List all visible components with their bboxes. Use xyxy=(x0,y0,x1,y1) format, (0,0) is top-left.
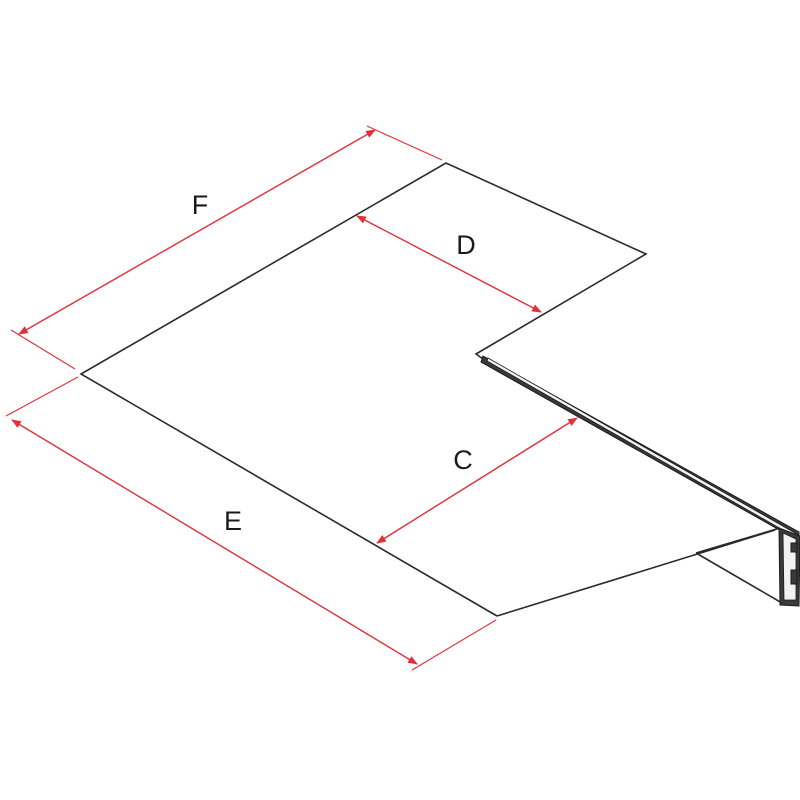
dimension-e-extension-left xyxy=(5,376,79,417)
dimension-c-line xyxy=(376,417,578,544)
rail-end-slot-bottom xyxy=(790,569,798,585)
dimension-e-line xyxy=(11,419,418,665)
awning-panel xyxy=(79,162,776,617)
dimension-d: D xyxy=(356,215,542,313)
panel-outline xyxy=(79,162,648,617)
dimension-f-extension-right xyxy=(366,125,443,161)
dimension-d-label: D xyxy=(456,230,476,260)
dimension-f: F xyxy=(10,125,443,370)
dimension-e-extension-right xyxy=(411,619,497,671)
dimension-f-label: F xyxy=(192,190,209,220)
dimension-d-line xyxy=(356,215,542,313)
front-panel-edge xyxy=(496,529,776,617)
dimension-c-label: C xyxy=(453,445,473,475)
dimension-f-line xyxy=(18,129,376,335)
rail-bracket-top xyxy=(695,527,781,554)
dimension-c: C xyxy=(376,417,578,544)
mounting-rail xyxy=(480,355,800,607)
dimension-e: E xyxy=(5,376,497,671)
rail-bracket-bottom xyxy=(695,552,783,604)
dimension-e-label: E xyxy=(224,506,242,536)
rail-end-slot-top xyxy=(790,542,798,553)
rail-inner-strip xyxy=(486,357,796,538)
dimension-f-extension-left xyxy=(10,329,76,370)
